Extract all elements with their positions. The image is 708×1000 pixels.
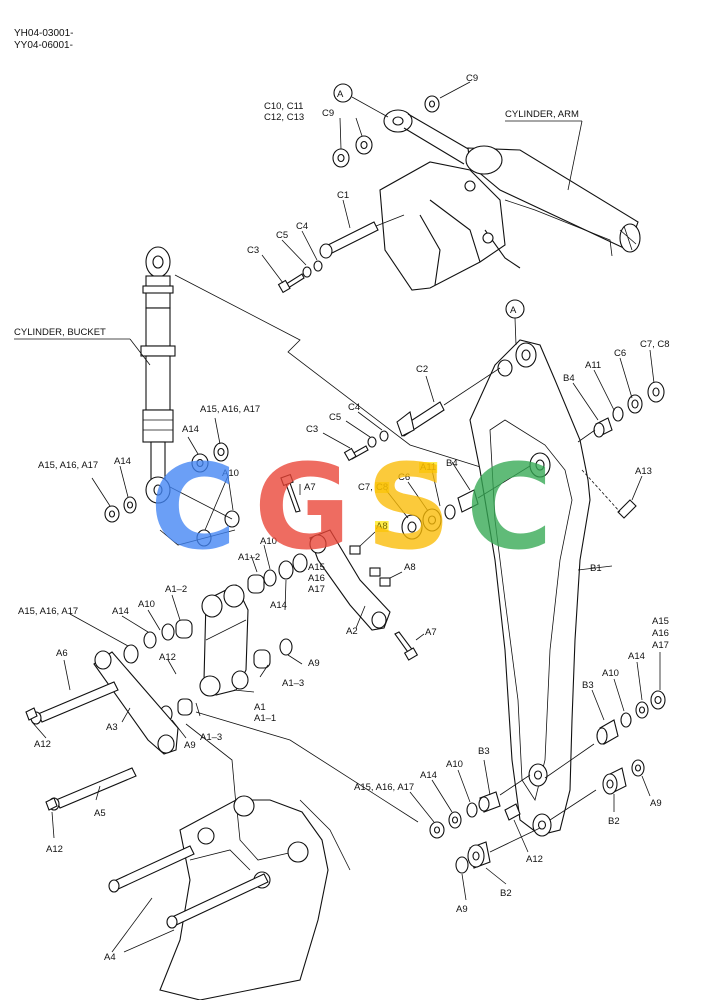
label-a15-right: A15 [652,616,669,627]
label-a14-5: A14 [420,770,437,781]
watermark-letter-c2: C [466,438,553,576]
label-c12-c13: C12, C13 [264,112,304,123]
label-c6-right: C6 [614,348,626,359]
label-a16-3: A16 [308,573,325,584]
label-c4-top: C4 [296,221,308,232]
label-a12-right: A12 [526,854,543,865]
label-c5-mid: C5 [329,412,341,423]
label-a12-left-2: A12 [46,844,63,855]
watermark-letter-c1: C [150,438,237,576]
label-a10-5: A10 [446,759,463,770]
label-c9-top: C9 [466,73,478,84]
label-a17-3: A17 [308,584,325,595]
label-a12-left-1: A12 [34,739,51,750]
label-a14-4: A14 [112,606,129,617]
label-a8-2: A8 [404,562,416,573]
label-c1: C1 [337,190,349,201]
label-b4-mid: B4 [446,458,458,469]
label-a10-2: A10 [260,536,277,547]
label-c5-top: C5 [276,230,288,241]
watermark-letter-s: S [366,438,451,576]
serial-range-1: YH04-03001- [14,28,73,39]
label-a4: A4 [104,952,116,963]
label-a13: A13 [635,466,652,477]
label-a9-bottom: A9 [456,904,468,915]
label-a17-right: A17 [652,640,669,651]
watermark-logo: C G S C [150,438,553,576]
label-c3-top: C3 [247,245,259,256]
label-a1: A1 [254,702,266,713]
label-a14-1: A14 [182,424,199,435]
label-highlight [375,482,390,493]
label-b2-right: B2 [608,816,620,827]
label-a10-right: A10 [602,668,619,679]
label-a11-mid: A11 [420,462,436,473]
label-a14-2: A14 [114,456,131,467]
bucket-drawing [108,795,351,1000]
label-a14-3: A14 [270,600,287,611]
label-a15-group-2: A15, A16, A17 [38,460,98,471]
label-a15-group-1: A15, A16, A17 [200,404,260,415]
reference-marker-a-arm: A [510,305,517,316]
label-c6-mid: C6 [398,472,410,483]
label-b2-bottom: B2 [500,888,512,899]
label-a9-2: A9 [308,658,320,669]
label-highlight [375,521,389,532]
label-c2: C2 [416,364,428,375]
label-a14-right: A14 [628,651,645,662]
label-a10-4: A10 [138,599,155,610]
label-b4-right: B4 [563,373,575,384]
label-highlight [419,462,438,473]
label-a1-2-left: A1–2 [165,584,187,595]
label-c3-mid: C3 [306,424,318,435]
watermark-letter-g: G [254,438,351,576]
label-a11-right: A11 [585,360,601,371]
label-b3-5: B3 [478,746,490,757]
label-a7-bottom: A7 [425,627,437,638]
label-b1: B1 [590,563,602,574]
label-a15-3: A15 [308,562,325,573]
label-c9-left: C9 [322,108,334,119]
label-a9-1: A9 [184,740,196,751]
arm-bottom-parts-drawing [409,652,666,901]
label-a15-group-4: A15, A16, A17 [18,606,78,617]
label-a1-2-top: A1–2 [238,552,260,563]
label-a9-right: A9 [650,798,662,809]
label-a15-group-5: A15, A16, A17 [354,782,414,793]
label-c8-mid: C8 [376,482,388,493]
label-c7-mid: C7, [358,482,373,493]
reference-marker-a-top: A [337,89,344,100]
label-a1-3-1: A1–3 [200,732,222,743]
arm-cylinder-drawing [333,83,641,291]
label-c7-c8-right: C7, C8 [640,339,670,350]
label-a2: A2 [346,626,358,637]
label-a1-3-2: A1–3 [282,678,304,689]
label-a1-1: A1–1 [254,713,276,724]
label-b3-right: B3 [582,680,594,691]
label-a16-right: A16 [652,628,669,639]
label-c10-c11: C10, C11 [264,101,303,112]
label-a12-top: A12 [159,652,176,663]
linkage-group-drawing [25,417,531,839]
cylinder-bucket-title: CYLINDER, BUCKET [14,327,106,338]
label-a5: A5 [94,808,106,819]
label-a3: A3 [106,722,118,733]
label-a8-1: A8 [376,521,388,532]
label-a7-top: A7 [304,482,316,493]
bucket-cylinder-drawing [140,246,176,504]
label-c4-mid: C4 [348,402,360,413]
arm-b1-drawing [322,299,665,837]
label-a10-1: A10 [222,468,239,479]
c-pin-group-top [261,81,471,294]
serial-range-2: YY04-06001- [14,40,73,51]
label-a6: A6 [56,648,68,659]
cylinder-arm-title: CYLINDER, ARM [505,109,579,120]
